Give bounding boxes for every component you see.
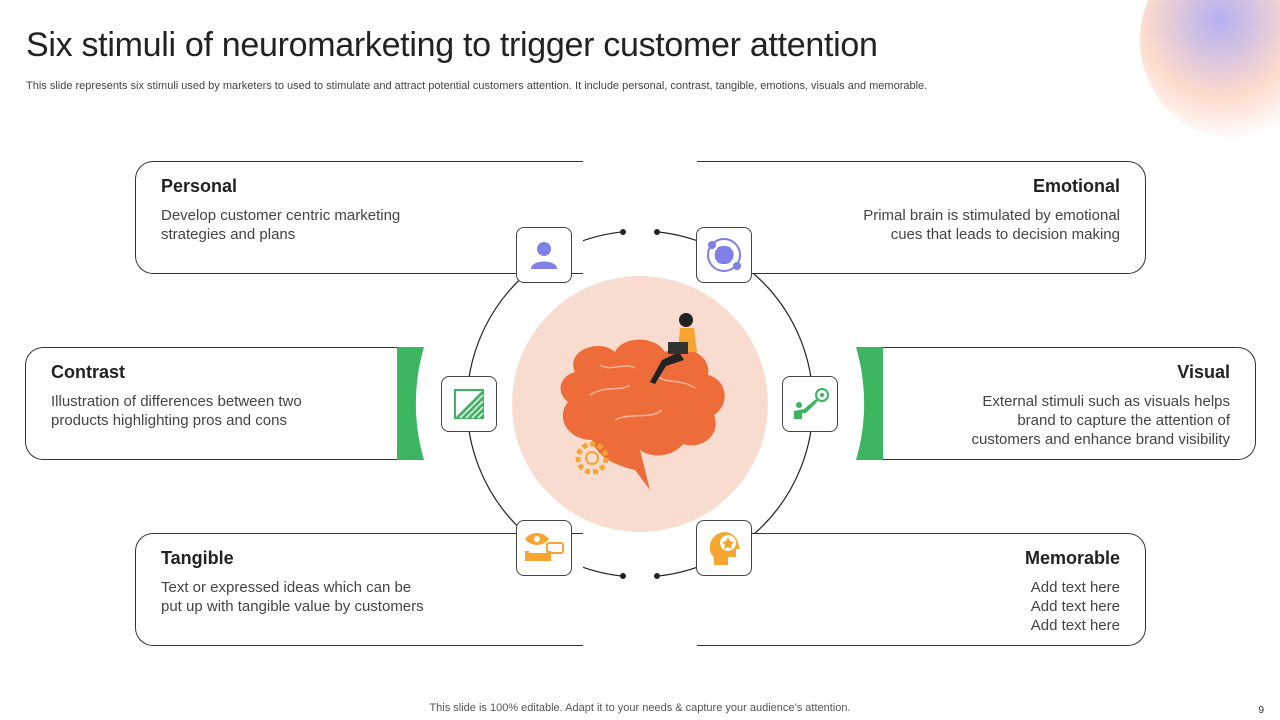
- slide-title: Six stimuli of neuromarketing to trigger…: [26, 26, 878, 64]
- visual-icon-box: [782, 376, 838, 432]
- card-title: Emotional: [1032, 176, 1120, 196]
- card-tangible: Tangible Text or expressed ideas which c…: [135, 533, 583, 646]
- brain-illustration: [560, 313, 725, 490]
- page-number: 9: [1258, 705, 1264, 716]
- footer-note: This slide is 100% editable. Adapt it to…: [429, 702, 851, 714]
- card-title: Personal: [161, 176, 238, 196]
- connector-dot: [654, 229, 660, 235]
- tangible-icon-box: [516, 520, 572, 576]
- connector-dot: [620, 573, 626, 579]
- connector-dot: [654, 573, 660, 579]
- memorable-icon-box: [696, 520, 752, 576]
- arc-visual: [856, 347, 890, 460]
- contrast-icon: [454, 389, 484, 419]
- card-title: Visual: [1177, 362, 1230, 382]
- user-icon: [531, 242, 557, 269]
- card-contrast: Contrast Illustration of differences bet…: [25, 347, 397, 460]
- emotional-icon-box: [696, 227, 752, 283]
- head-star-icon: [709, 532, 740, 565]
- personal-icon-box: [516, 227, 572, 283]
- connector-dot: [620, 229, 626, 235]
- contrast-icon-box: [441, 376, 497, 432]
- arc-contrast: [390, 347, 424, 460]
- card-title: Memorable: [1024, 548, 1120, 568]
- target-visual-icon: [794, 388, 829, 419]
- slide-subtitle: This slide represents six stimuli used b…: [26, 80, 928, 92]
- card-visual: Visual External stimuli such as visuals …: [883, 347, 1256, 460]
- card-personal: Personal Develop customer centric market…: [135, 161, 583, 274]
- eye-sofa-icon: [525, 533, 564, 561]
- card-title: Contrast: [51, 362, 126, 382]
- brain-emotions-icon: [707, 238, 741, 272]
- card-emotional: Emotional Primal brain is stimulated by …: [697, 161, 1146, 274]
- card-title: Tangible: [161, 548, 234, 568]
